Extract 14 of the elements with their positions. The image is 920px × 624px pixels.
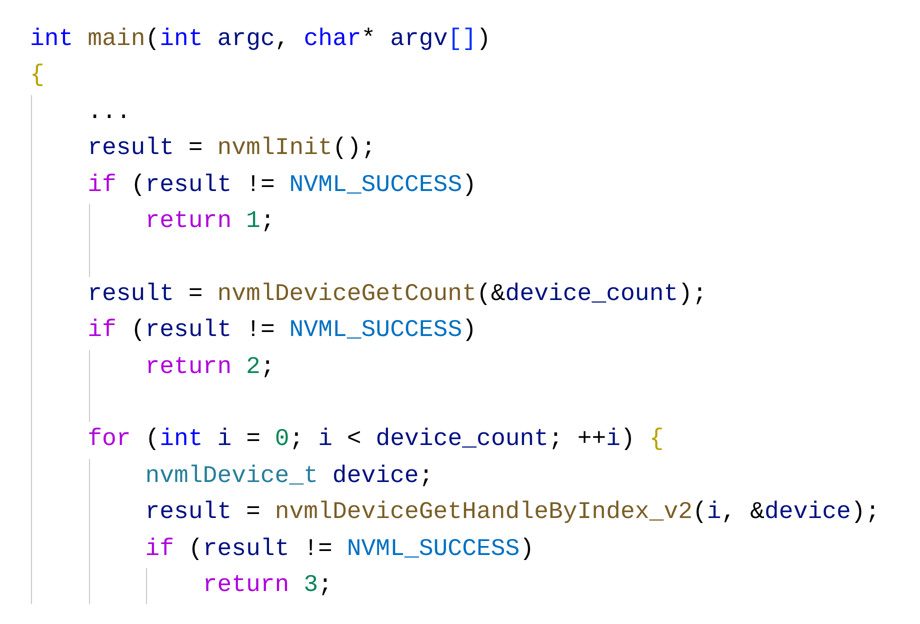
code-line: result = nvmlDeviceGetCount(&device_count); xyxy=(88,280,707,310)
code-line: { xyxy=(30,61,44,92)
code-line: ... xyxy=(88,98,131,128)
code-line: int main(int argc, char* argv[]) xyxy=(30,25,491,55)
code-line: return 3; xyxy=(202,571,332,601)
code-line: return 2; xyxy=(145,352,275,383)
code-line: if (result != NVML_SUCCESS) xyxy=(88,316,476,346)
code-line: result = nvmlInit(); xyxy=(88,134,376,164)
code-line: return 1; xyxy=(145,207,275,237)
code-line: for (int i = 0; i < device_count; ++i) { xyxy=(88,425,664,456)
code-line: result = nvmlDeviceGetHandleByIndex_v2(i, &device); xyxy=(145,498,880,528)
code-line: nvmlDevice_t device; xyxy=(145,462,434,492)
code-line: if (result != NVML_SUCCESS) xyxy=(88,170,476,201)
code-line: if (result != NVML_SUCCESS) xyxy=(145,534,534,565)
